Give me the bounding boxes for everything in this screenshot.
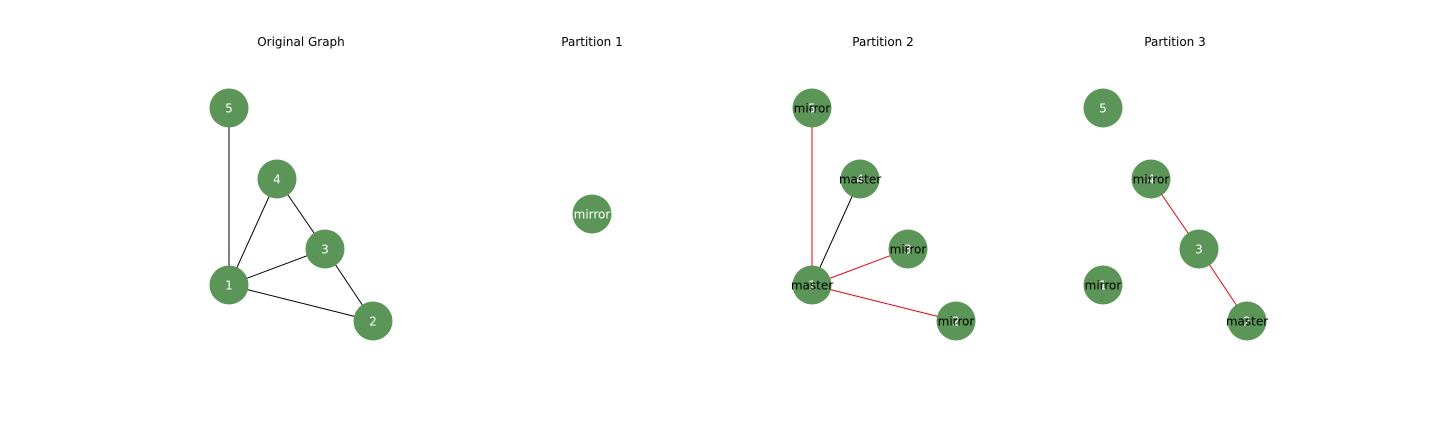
node-role-label: mirror	[1085, 279, 1122, 293]
node-id-label: 5	[1099, 102, 1107, 116]
node-role-label: master	[791, 279, 833, 293]
node-p3-5: 5	[1083, 88, 1123, 128]
node-id-label: 3	[1195, 243, 1203, 257]
node-id-label: 3	[904, 243, 912, 257]
node-id-label: 3	[321, 243, 329, 257]
node-circle	[209, 88, 249, 128]
node-id-label: 4	[1147, 173, 1155, 187]
node-circle	[305, 229, 345, 269]
panel-title-partition-3: Partition 3	[1144, 35, 1205, 49]
node-id-label: 1	[1099, 279, 1107, 293]
node-id-label: 2	[952, 315, 960, 329]
node-id-label: 2	[1243, 315, 1251, 329]
node-p0-4: 4	[257, 159, 297, 199]
node-role-label: mirror	[794, 102, 831, 116]
node-p0-3: 3	[305, 229, 345, 269]
node-circle	[572, 194, 612, 234]
node-circle	[792, 88, 832, 128]
node-id-label: 4	[273, 173, 281, 187]
node-circle	[1083, 265, 1123, 305]
node-role-label: master	[1226, 315, 1268, 329]
node-circle	[353, 301, 393, 341]
node-circle	[792, 265, 832, 305]
edge-p2-1-2-cut	[811, 284, 957, 322]
node-id-label: 4	[856, 173, 864, 187]
edge-p0-1-2	[228, 284, 374, 322]
node-circle	[1131, 159, 1171, 199]
node-circle	[1227, 301, 1267, 341]
node-role-label: mirror	[1133, 173, 1170, 187]
node-role-label: master	[839, 173, 881, 187]
panel-title-partition-2: Partition 2	[852, 35, 913, 49]
node-id-label: 1	[808, 279, 816, 293]
node-p0-2: 2	[353, 301, 393, 341]
node-circle	[936, 301, 976, 341]
node-id-label: 1	[225, 279, 233, 293]
panel-title-partition-1: Partition 1	[561, 35, 622, 49]
node-p0-5: 5	[209, 88, 249, 128]
node-circle	[888, 229, 928, 269]
node-circle	[1083, 88, 1123, 128]
node-p0-1: 1	[209, 265, 249, 305]
node-circle	[840, 159, 880, 199]
node-role-label: mirror	[574, 208, 611, 222]
node-id-label: 2	[369, 315, 377, 329]
node-role-label: mirror	[890, 243, 927, 257]
node-p3-3: 3	[1179, 229, 1219, 269]
node-circle	[257, 159, 297, 199]
node-role-label: mirror	[938, 315, 975, 329]
node-circle	[209, 265, 249, 305]
node-circle	[1179, 229, 1219, 269]
nodes-layer: 54312mirror5mirror4master3mirror1master2…	[209, 88, 1268, 341]
panel-title-original-graph: Original Graph	[257, 35, 345, 49]
node-id-label: 5	[808, 102, 816, 116]
node-id-label: 5	[225, 102, 233, 116]
node-p1-m: mirror	[572, 194, 612, 234]
